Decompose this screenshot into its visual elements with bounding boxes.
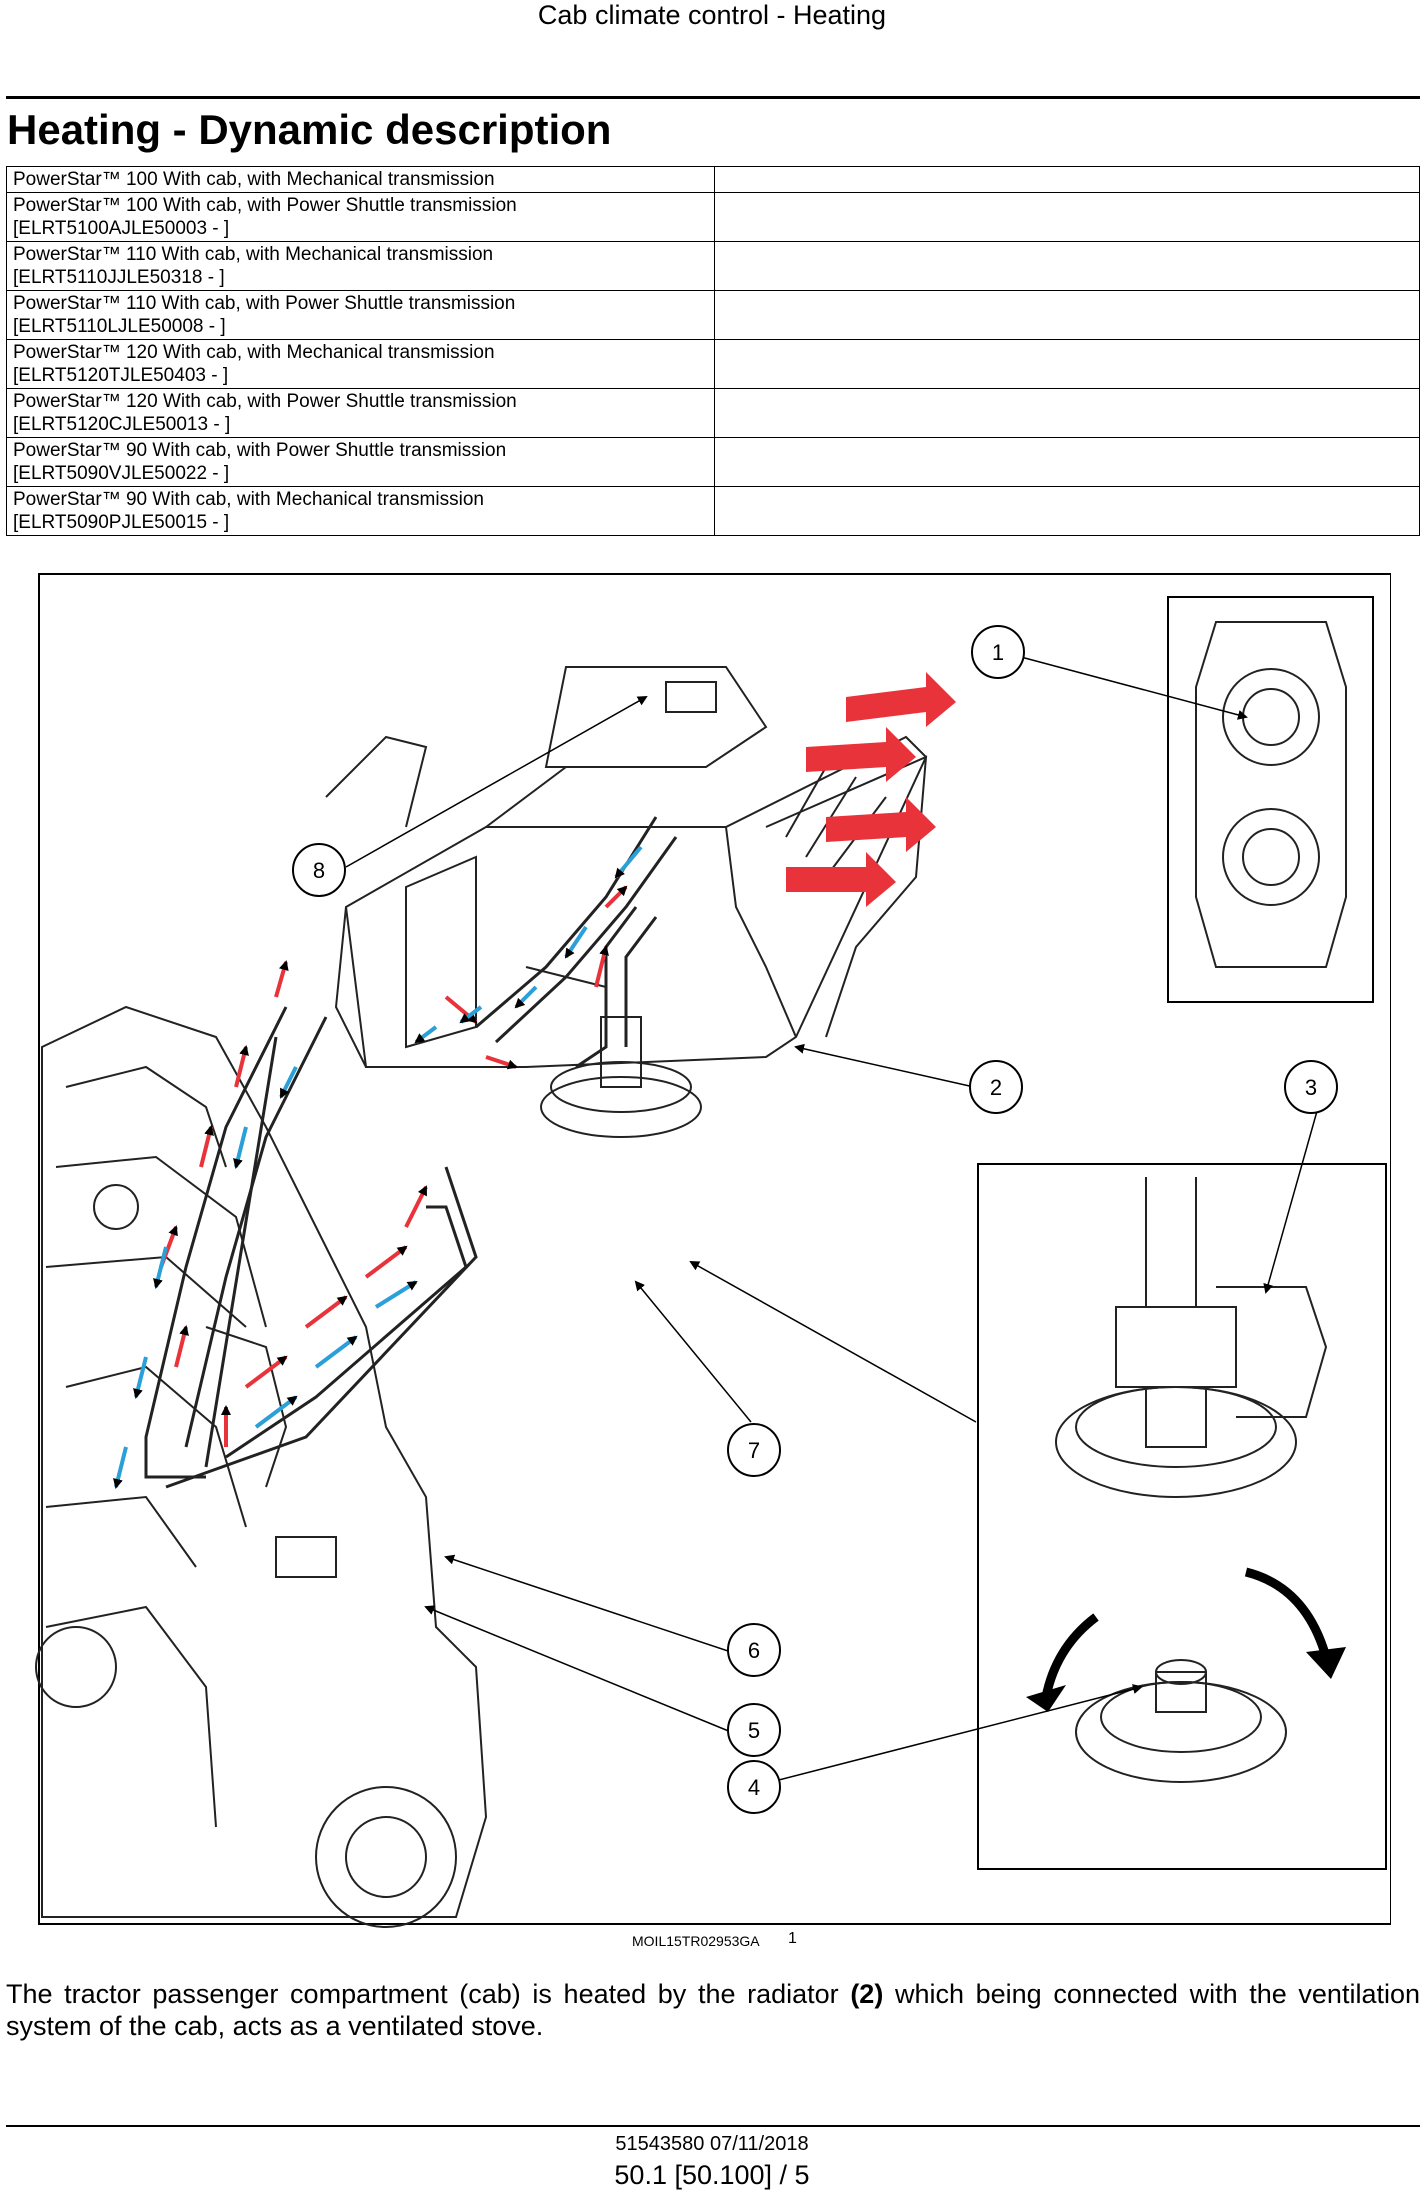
model-row: PowerStar™ 90 With cab, with Power Shutt… — [6, 437, 1420, 487]
applicability-table: PowerStar™ 100 With cab, with Mechanical… — [6, 166, 1420, 536]
page-title: Heating - Dynamic description — [7, 106, 612, 153]
figure-reference-code: MOIL15TR02953GA — [632, 1933, 760, 1949]
model-serial-range: [ELRT5120TJLE50403 - ] — [13, 365, 229, 386]
callout-circle-8 — [292, 843, 346, 897]
header-rule — [6, 96, 1420, 99]
rotation-arrow-left — [1041, 1613, 1099, 1698]
model-row: PowerStar™ 90 With cab, with Mechanical … — [6, 486, 1420, 536]
model-serial-range: [ELRT5120CJLE50013 - ] — [13, 414, 231, 435]
description-text-2: which being connected with the ventilati… — [6, 1979, 1420, 2041]
warm-air-arrows — [786, 672, 956, 907]
model-name: PowerStar™ 110 With cab, with Mechanical… — [13, 244, 494, 265]
heating-diagram: 1 2 3 4 5 6 7 8 — [35, 573, 1392, 1928]
callout-circle-2 — [969, 1060, 1023, 1114]
model-name: PowerStar™ 110 With cab, with Power Shut… — [13, 293, 516, 314]
model-serial-range: [ELRT5090PJLE50015 - ] — [13, 512, 230, 533]
engine-illustration — [35, 1005, 488, 1928]
model-cell: PowerStar™ 100 With cab, with Mechanical… — [6, 166, 715, 193]
model-row: PowerStar™ 100 With cab, with Power Shut… — [6, 192, 1420, 242]
model-cell: PowerStar™ 120 With cab, with Mechanical… — [6, 339, 715, 389]
model-row: PowerStar™ 110 With cab, with Mechanical… — [6, 241, 1420, 291]
model-row: PowerStar™ 100 With cab, with Mechanical… — [6, 166, 1420, 193]
callout-circle-7 — [727, 1423, 781, 1477]
model-cell: PowerStar™ 120 With cab, with Power Shut… — [6, 388, 715, 438]
model-cell: PowerStar™ 110 With cab, with Mechanical… — [6, 241, 715, 291]
footer-doc-number: 51543580 07/11/2018 — [615, 2133, 809, 2155]
figure-number: 1 — [788, 1930, 797, 1947]
callout-number-3: 3 — [1305, 1075, 1317, 1100]
callout-number-1: 1 — [992, 640, 1004, 665]
model-name: PowerStar™ 90 With cab, with Power Shutt… — [13, 440, 507, 461]
model-empty-cell — [714, 166, 1420, 193]
rotation-arrow-right — [1244, 1567, 1331, 1659]
radiator-reference: (2) — [850, 1979, 884, 2009]
footer-rule — [6, 2125, 1420, 2127]
water-valve-illustration — [540, 1016, 702, 1138]
callout-leaders — [345, 656, 1322, 1783]
model-cell: PowerStar™ 110 With cab, with Power Shut… — [6, 290, 715, 340]
model-name: PowerStar™ 120 With cab, with Power Shut… — [13, 391, 517, 412]
hot-coolant-flow-arrows — [159, 885, 628, 1447]
callout-number-7: 7 — [748, 1438, 760, 1463]
description-paragraph: The tractor passenger compartment (cab) … — [6, 1978, 1420, 2042]
model-serial-range: [ELRT5110LJLE50008 - ] — [13, 316, 226, 337]
coolant-pipes — [144, 816, 678, 1489]
callout-number-2: 2 — [990, 1075, 1002, 1100]
model-name: PowerStar™ 90 With cab, with Mechanical … — [13, 489, 484, 510]
callout-circle-1 — [971, 625, 1025, 679]
model-name: PowerStar™ 100 With cab, with Power Shut… — [13, 195, 517, 216]
callout-circle-5 — [727, 1703, 781, 1757]
model-serial-range: [ELRT5100AJLE50003 - ] — [13, 218, 230, 239]
model-cell: PowerStar™ 100 With cab, with Power Shut… — [6, 192, 715, 242]
callout-circle-6 — [727, 1623, 781, 1677]
model-empty-cell — [714, 388, 1420, 438]
description-text-1: The tractor passenger compartment (cab) … — [6, 1979, 851, 2009]
model-row: PowerStar™ 110 With cab, with Power Shut… — [6, 290, 1420, 340]
section-title: Cab climate control - Heating — [537, 0, 887, 30]
callout-number-4: 4 — [748, 1775, 760, 1800]
model-empty-cell — [714, 339, 1420, 389]
heating-system-figure: 1 2 3 4 5 6 7 8 — [6, 567, 1392, 1967]
callout-circle-4 — [727, 1760, 781, 1814]
callout-number-5: 5 — [748, 1718, 760, 1743]
callout-number-8: 8 — [313, 858, 325, 883]
callout-labels: 1 2 3 4 5 6 7 8 — [292, 625, 1338, 1814]
model-serial-range: [ELRT5110JJLE50318 - ] — [13, 267, 225, 288]
inset-valve-detail — [977, 1163, 1387, 1870]
callout-circle-3 — [1284, 1060, 1338, 1114]
model-serial-range: [ELRT5090VJLE50022 - ] — [13, 463, 230, 484]
model-name: PowerStar™ 100 With cab, with Mechanical… — [13, 169, 495, 190]
inset-control-panel — [1167, 596, 1374, 1003]
callout-number-6: 6 — [748, 1638, 760, 1663]
model-empty-cell — [714, 241, 1420, 291]
model-empty-cell — [714, 486, 1420, 536]
cold-coolant-flow-arrows — [113, 845, 643, 1489]
model-empty-cell — [714, 192, 1420, 242]
model-row: PowerStar™ 120 With cab, with Mechanical… — [6, 339, 1420, 389]
model-cell: PowerStar™ 90 With cab, with Mechanical … — [6, 486, 715, 536]
footer-page-number: 50.1 [50.100] / 5 — [614, 2160, 810, 2190]
model-name: PowerStar™ 120 With cab, with Mechanical… — [13, 342, 495, 363]
model-cell: PowerStar™ 90 With cab, with Power Shutt… — [6, 437, 715, 487]
model-empty-cell — [714, 437, 1420, 487]
model-row: PowerStar™ 120 With cab, with Power Shut… — [6, 388, 1420, 438]
model-empty-cell — [714, 290, 1420, 340]
